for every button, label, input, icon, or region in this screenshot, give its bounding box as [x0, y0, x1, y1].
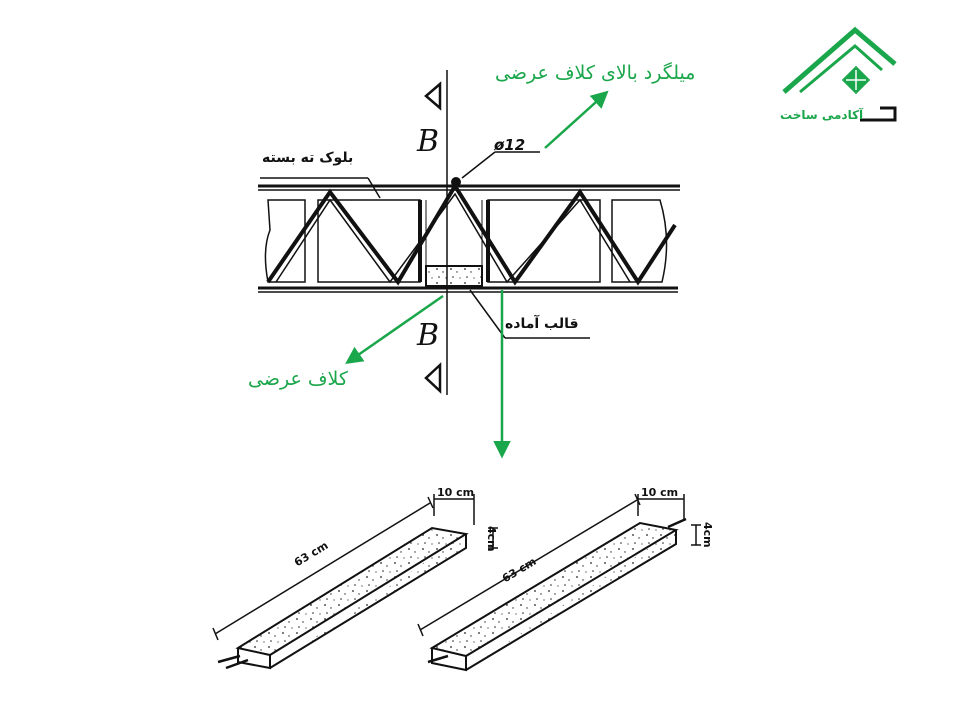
section-mark-bottom: B	[417, 318, 440, 353]
rebar-diameter-label: ø12	[494, 136, 526, 154]
beam-left-height: 4cm	[485, 526, 498, 552]
logo-text: آکادمی ساخت	[780, 108, 864, 122]
beam-right-width: 10 cm	[641, 486, 679, 499]
annotation-arrows	[345, 90, 609, 459]
precast-beam-left	[212, 494, 498, 670]
section-mark-top: B	[417, 124, 440, 159]
precast-beam-right	[417, 493, 701, 672]
beam-right-height: 4cm	[701, 522, 714, 548]
label-precast-form: قالب آماده	[505, 316, 579, 332]
beam-left-width: 10 cm	[437, 486, 475, 499]
label-mesh-above-tie: میلگرد بالای کلاف عرضی	[495, 62, 696, 84]
label-cross-tie: کلاف عرضی	[248, 368, 348, 390]
logo-house-icon	[782, 26, 897, 122]
slab-section-drawing	[258, 70, 680, 395]
label-closed-block: بلوک ته بسته	[262, 150, 354, 166]
